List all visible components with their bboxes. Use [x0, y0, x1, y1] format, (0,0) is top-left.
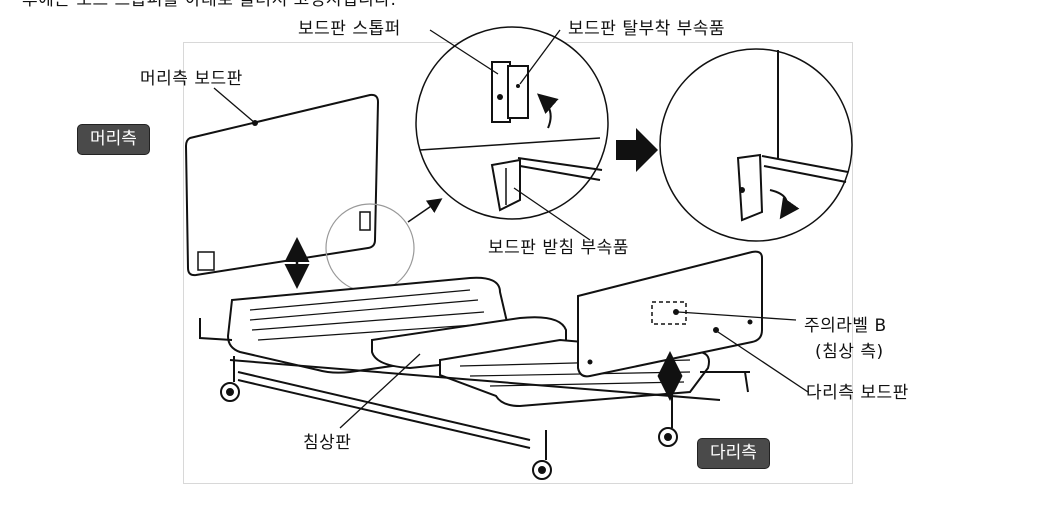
head-board-panel: [184, 93, 380, 277]
zoom-detail-1: [415, 26, 609, 220]
label-board-mount-part: 보드판 탈부착 부속품: [568, 19, 726, 39]
badge-head-side: 머리측: [77, 124, 150, 155]
label-bed-side: (침상 측): [815, 342, 884, 362]
label-board-support-part: 보드판 받침 부속품: [488, 238, 629, 258]
zoom-detail-2: [659, 48, 853, 242]
label-caution-label-b: 주의라벨 B: [804, 316, 887, 336]
foot-board-panel: [577, 250, 763, 378]
badge-foot-side: 다리측: [697, 438, 770, 469]
label-bed-deck: 침상판: [303, 433, 352, 453]
casters: [220, 356, 678, 480]
caption-text: 후에는 보드 스톱퍼를 아래로 돌려서 고정시킵니다.: [22, 0, 397, 10]
leader-lines: [213, 29, 809, 429]
label-board-stopper: 보드판 스톱퍼: [298, 19, 401, 39]
label-head-board: 머리측 보드판: [140, 69, 243, 89]
label-foot-board: 다리측 보드판: [806, 383, 909, 403]
